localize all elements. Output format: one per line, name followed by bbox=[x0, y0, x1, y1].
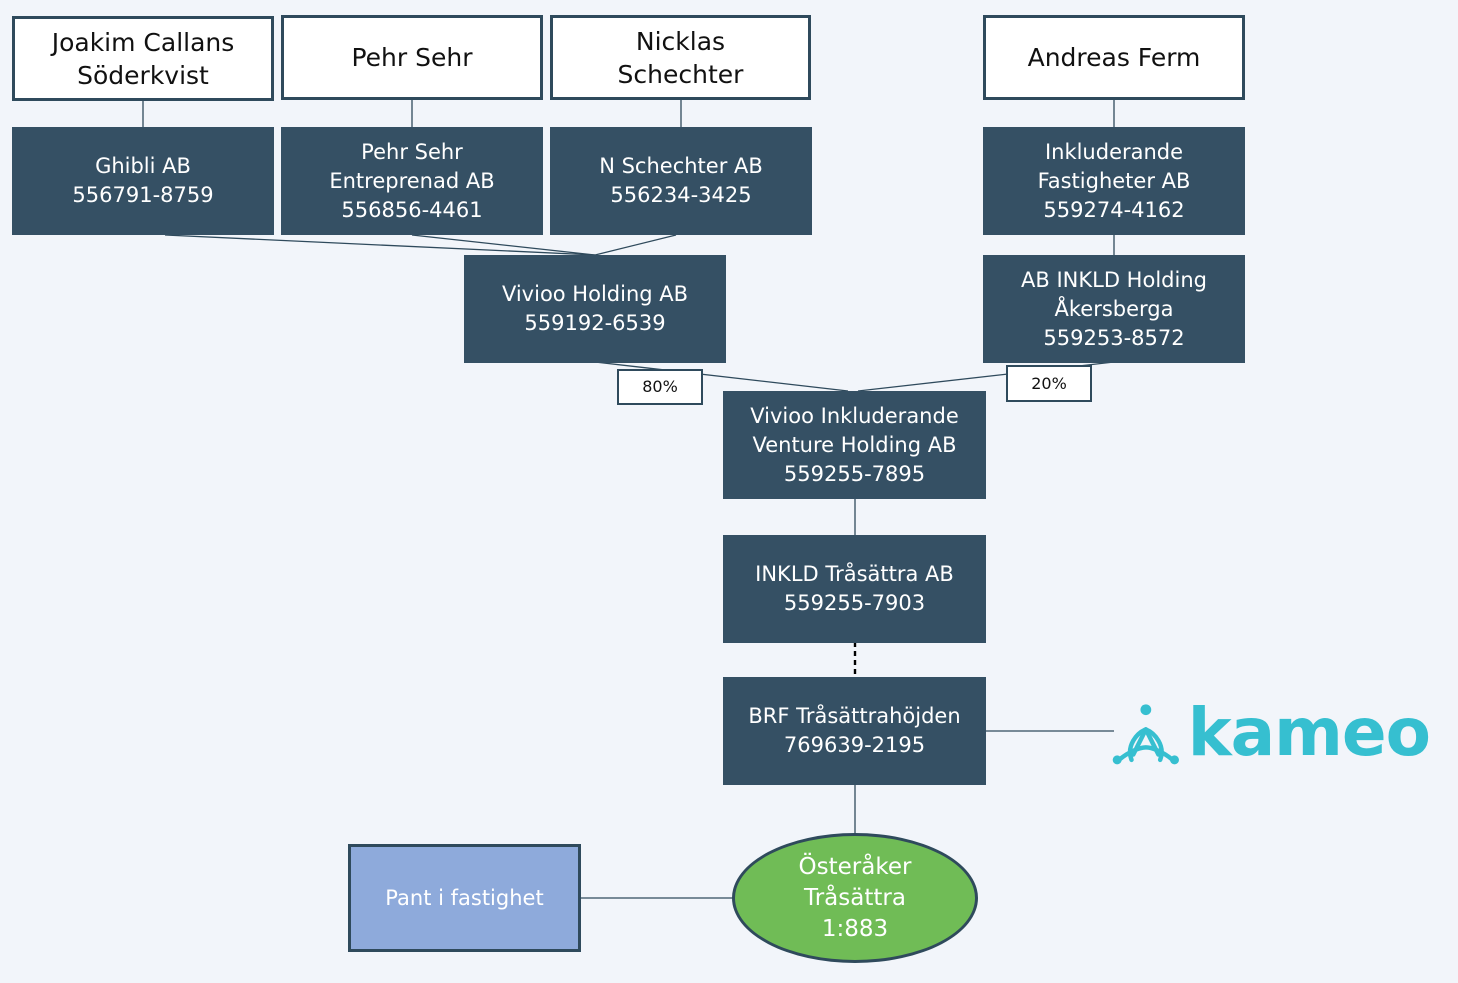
pledge-label: Pant i fastighet bbox=[385, 886, 544, 910]
connector-schechter-vivioo bbox=[594, 234, 677, 256]
company-brf-trasattrahojden: BRF Tråsättrahöjden 769639-2195 bbox=[723, 677, 986, 785]
company-orgnr: 559255-7895 bbox=[783, 461, 926, 486]
person-name-line-1: Joakim Callans bbox=[51, 27, 235, 57]
person-nicklas-schechter: Nicklas Schechter bbox=[550, 15, 811, 100]
ownership-share-inkld-holding: 20% bbox=[1006, 365, 1092, 402]
company-name: Ghibli AB bbox=[95, 154, 191, 178]
company-name-line-2: Åkersberga bbox=[1054, 296, 1174, 321]
person-name-line-1: Nicklas bbox=[635, 26, 726, 56]
kameo-wordmark: kameo bbox=[1187, 693, 1431, 771]
person-joakim-callans-soderkvist: Joakim Callans Söderkvist bbox=[12, 16, 274, 101]
company-name-line-2: Venture Holding AB bbox=[752, 432, 957, 457]
connector-ghibli-vivioo bbox=[164, 234, 596, 256]
person-andreas-ferm: Andreas Ferm bbox=[983, 15, 1245, 100]
company-orgnr: 559192-6539 bbox=[524, 311, 666, 335]
company-orgnr: 559255-7903 bbox=[783, 591, 926, 615]
pledge-pant-i-fastighet: Pant i fastighet bbox=[348, 844, 581, 952]
company-ghibli-ab: Ghibli AB 556791-8759 bbox=[12, 127, 274, 235]
company-pehr-sehr-entreprenad-ab: Pehr Sehr Entreprenad AB 556856-4461 bbox=[281, 127, 543, 235]
company-orgnr: 556791-8759 bbox=[72, 183, 214, 207]
company-name-line-2: Fastigheter AB bbox=[1037, 168, 1191, 193]
company-vivioo-inkluderande-venture-holding-ab: Vivioo Inkluderande Venture Holding AB 5… bbox=[723, 391, 986, 499]
company-orgnr: 769639-2195 bbox=[783, 733, 926, 757]
company-orgnr: 559253-8572 bbox=[1043, 325, 1185, 350]
person-name-line-2: Söderkvist bbox=[77, 60, 209, 90]
company-name-line-1: Vivioo Inkluderande bbox=[750, 403, 959, 428]
kameo-logo: kameo bbox=[1110, 690, 1431, 775]
company-orgnr: 559274-4162 bbox=[1043, 197, 1185, 222]
person-pehr-sehr: Pehr Sehr bbox=[281, 15, 543, 100]
company-inkld-trasattra-ab: INKLD Tråsättra AB 559255-7903 bbox=[723, 535, 986, 643]
connector-entreprenad-vivioo bbox=[411, 234, 596, 256]
company-ab-inkld-holding-akersberga: AB INKLD Holding Åkersberga 559253-8572 bbox=[983, 255, 1245, 363]
company-name-line-2: Entreprenad AB bbox=[329, 168, 495, 193]
company-orgnr: 556234-3425 bbox=[610, 183, 752, 207]
ownership-share-value: 80% bbox=[642, 377, 678, 396]
company-name-line-1: Inkluderande bbox=[1044, 139, 1184, 164]
kameo-logo-icon bbox=[1112, 703, 1179, 764]
person-name-line-1: Andreas Ferm bbox=[1027, 43, 1201, 72]
ownership-share-value: 20% bbox=[1031, 373, 1067, 393]
person-name-line-2: Schechter bbox=[617, 59, 744, 89]
company-name: N Schechter AB bbox=[599, 154, 763, 178]
company-vivioo-holding-ab: Vivioo Holding AB 559192-6539 bbox=[464, 255, 726, 363]
company-name: Vivioo Holding AB bbox=[501, 282, 689, 306]
company-n-schechter-ab: N Schechter AB 556234-3425 bbox=[550, 127, 812, 235]
company-name: BRF Tråsättrahöjden bbox=[748, 704, 961, 728]
property-line-2: Tråsättra bbox=[804, 884, 906, 911]
ownership-share-vivioo-holding: 80% bbox=[617, 369, 703, 405]
property-line-1: Österåker bbox=[798, 853, 912, 880]
property-osteraker-trasattra: Österåker Tråsättra 1:883 bbox=[732, 833, 978, 963]
company-name: INKLD Tråsättra AB bbox=[755, 562, 954, 586]
company-inkluderande-fastigheter-ab: Inkluderande Fastigheter AB 559274-4162 bbox=[983, 127, 1245, 235]
company-name-line-1: Pehr Sehr bbox=[361, 139, 463, 164]
company-orgnr: 556856-4461 bbox=[341, 197, 483, 222]
property-line-3: 1:883 bbox=[821, 915, 889, 942]
connector-vivioo-venture bbox=[594, 361, 849, 392]
company-name-line-1: AB INKLD Holding bbox=[1021, 267, 1207, 292]
person-name-line-1: Pehr Sehr bbox=[351, 43, 473, 72]
